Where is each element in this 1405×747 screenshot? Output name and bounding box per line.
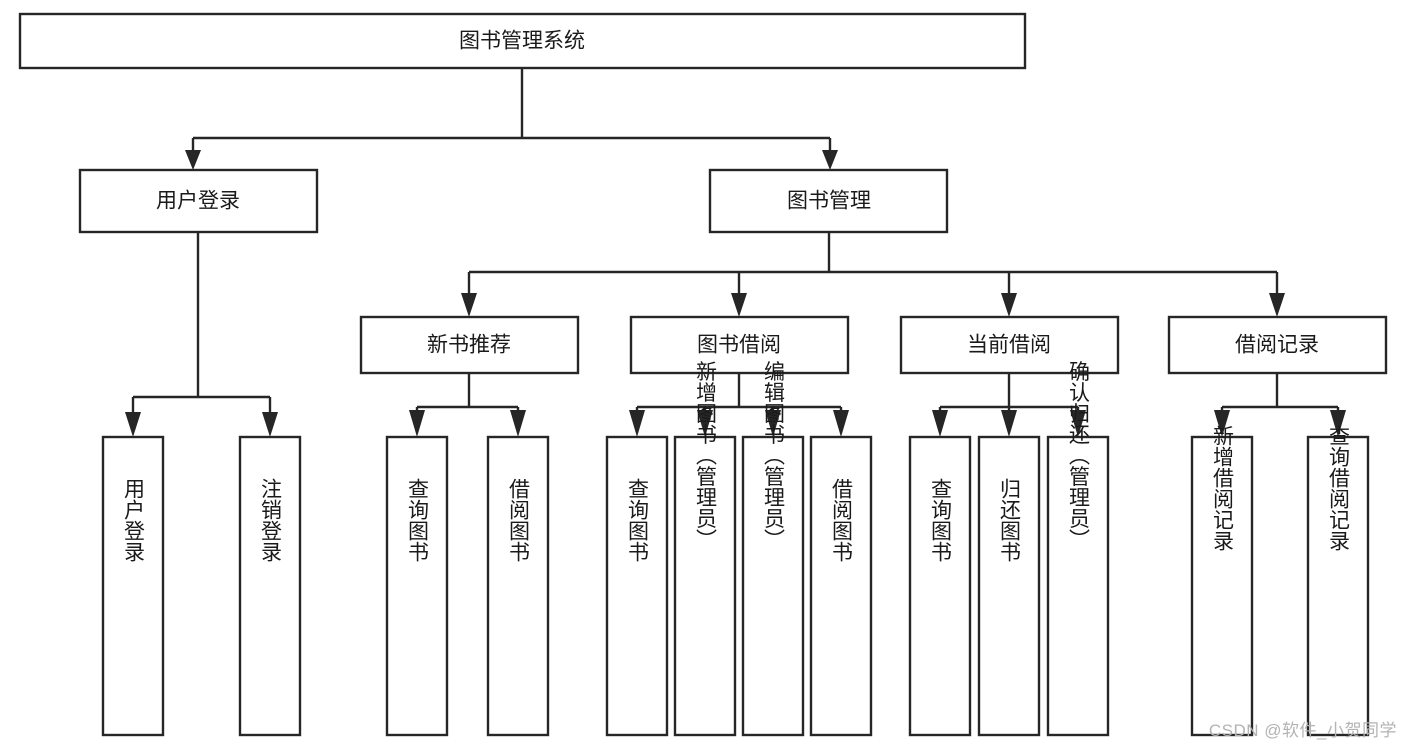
- arrow-head-leaf-add-book: [697, 410, 713, 437]
- node-leaf-query-book-1-label: 查询图书: [406, 478, 430, 562]
- node-new-book-rec-label: 新书推荐: [427, 334, 511, 357]
- node-leaf-query-book-3[interactable]: 查询图书: [908, 435, 972, 737]
- node-leaf-add-record[interactable]: 新增借阅记录: [1190, 425, 1254, 737]
- arrow-head-leaf-query-book-1: [409, 410, 425, 437]
- node-book-borrow-label: 图书借阅: [697, 334, 781, 357]
- node-leaf-borrow-book-1[interactable]: 借阅图书: [486, 435, 550, 737]
- node-new-book-rec[interactable]: 新书推荐: [359, 315, 580, 375]
- node-borrow-record[interactable]: 借阅记录: [1167, 315, 1388, 375]
- node-book-manage[interactable]: 图书管理: [708, 168, 949, 234]
- node-leaf-query-record[interactable]: 查询借阅记录: [1306, 425, 1370, 737]
- node-leaf-query-book-1-box[interactable]: [385, 435, 449, 737]
- node-leaf-query-book-2-box[interactable]: [605, 435, 669, 737]
- node-leaf-confirm-return-box[interactable]: [1046, 435, 1110, 737]
- node-new-book-rec-box[interactable]: [359, 315, 580, 375]
- node-leaf-add-book[interactable]: 新增图书（管理员）: [673, 361, 737, 737]
- node-leaf-confirm-return[interactable]: 确认归还（管理员）: [1046, 361, 1110, 737]
- node-user-login-label: 用户登录: [156, 190, 240, 213]
- arrow-head-borrow-record: [1269, 293, 1285, 317]
- node-book-borrow[interactable]: 图书借阅: [629, 315, 850, 375]
- node-root-label: 图书管理系统: [459, 30, 585, 53]
- watermark: CSDN @软件_小贺同学: [1208, 721, 1397, 740]
- arrow-head-leaf-confirm-return: [1070, 410, 1086, 437]
- node-leaf-add-book-label: 新增图书（管理员）: [694, 361, 718, 550]
- node-borrow-record-label: 借阅记录: [1235, 334, 1319, 357]
- node-borrow-record-box[interactable]: [1167, 315, 1388, 375]
- arrow-head-leaf-query-record: [1330, 410, 1346, 437]
- node-user-login[interactable]: 用户登录: [78, 168, 319, 234]
- node-leaf-query-book-2-label: 查询图书: [626, 478, 650, 562]
- connector-group-borrow-record: [1214, 373, 1346, 437]
- node-leaf-add-record-label: 新增借阅记录: [1211, 425, 1235, 551]
- node-leaf-logout[interactable]: 注销登录: [238, 435, 302, 737]
- arrow-head-current-borrow: [1001, 293, 1017, 317]
- arrow-head-book-manage: [822, 150, 838, 170]
- arrow-head-leaf-user-login: [125, 412, 141, 437]
- connector-group-book-borrow: [629, 373, 849, 437]
- arrow-head-leaf-query-book-2: [629, 410, 645, 437]
- node-leaf-query-book-1[interactable]: 查询图书: [385, 435, 449, 737]
- arrow-head-new-book-rec: [461, 293, 477, 317]
- node-leaf-logout-box[interactable]: [238, 435, 302, 737]
- node-current-borrow-label: 当前借阅: [967, 334, 1051, 357]
- arrow-head-book-borrow: [731, 293, 747, 317]
- node-root-box[interactable]: [18, 12, 1027, 70]
- node-leaf-return-book-label: 归还图书: [998, 478, 1022, 562]
- node-leaf-user-login-box[interactable]: [101, 435, 165, 737]
- node-leaf-edit-book-box[interactable]: [741, 435, 805, 737]
- arrow-head-leaf-query-book-3: [932, 410, 948, 437]
- connector-group-user-login: [125, 232, 278, 437]
- node-root[interactable]: 图书管理系统: [18, 12, 1027, 70]
- node-leaf-query-book-3-box[interactable]: [908, 435, 972, 737]
- node-leaf-borrow-book-2-box[interactable]: [809, 435, 873, 737]
- connector-group-new-book-rec: [409, 373, 526, 437]
- arrow-head-user-login: [185, 150, 201, 170]
- connector-group-current-borrow: [932, 373, 1086, 437]
- node-leaf-query-record-box[interactable]: [1306, 435, 1370, 737]
- node-current-borrow[interactable]: 当前借阅: [899, 315, 1120, 375]
- node-leaf-borrow-book-2-label: 借阅图书: [830, 478, 854, 562]
- node-leaf-query-book-2[interactable]: 查询图书: [605, 435, 669, 737]
- node-book-borrow-box[interactable]: [629, 315, 850, 375]
- arrow-head-leaf-borrow-book-1: [510, 410, 526, 437]
- arrow-head-leaf-return-book: [1001, 410, 1017, 437]
- node-leaf-query-record-label: 查询借阅记录: [1327, 425, 1351, 551]
- node-leaf-logout-label: 注销登录: [259, 478, 283, 562]
- node-user-login-box[interactable]: [78, 168, 319, 234]
- arrow-head-leaf-edit-book: [765, 410, 781, 437]
- node-leaf-query-book-3-label: 查询图书: [929, 478, 953, 562]
- arrow-head-leaf-borrow-book-2: [833, 410, 849, 437]
- arrow-head-leaf-logout: [262, 412, 278, 437]
- node-book-manage-label: 图书管理: [787, 190, 871, 213]
- node-leaf-user-login[interactable]: 用户登录: [101, 435, 165, 737]
- node-leaf-borrow-book-1-label: 借阅图书: [507, 478, 531, 562]
- node-leaf-user-login-label: 用户登录: [122, 478, 146, 562]
- arrow-head-leaf-add-record: [1214, 410, 1230, 437]
- node-leaf-confirm-return-label: 确认归还（管理员）: [1067, 361, 1091, 550]
- connector-group-book-manage: [461, 232, 1285, 317]
- node-book-manage-box[interactable]: [708, 168, 949, 234]
- node-leaf-borrow-book-2[interactable]: 借阅图书: [809, 435, 873, 737]
- connector-group-root: [185, 68, 838, 170]
- node-current-borrow-box[interactable]: [899, 315, 1120, 375]
- node-leaf-borrow-book-1-box[interactable]: [486, 435, 550, 737]
- node-leaf-add-record-box[interactable]: [1190, 435, 1254, 737]
- node-leaf-return-book[interactable]: 归还图书: [977, 435, 1041, 737]
- node-leaf-edit-book[interactable]: 编辑图书（管理员）: [741, 361, 805, 737]
- node-leaf-return-book-box[interactable]: [977, 435, 1041, 737]
- node-leaf-add-book-box[interactable]: [673, 435, 737, 737]
- node-leaf-edit-book-label: 编辑图书（管理员）: [762, 361, 786, 550]
